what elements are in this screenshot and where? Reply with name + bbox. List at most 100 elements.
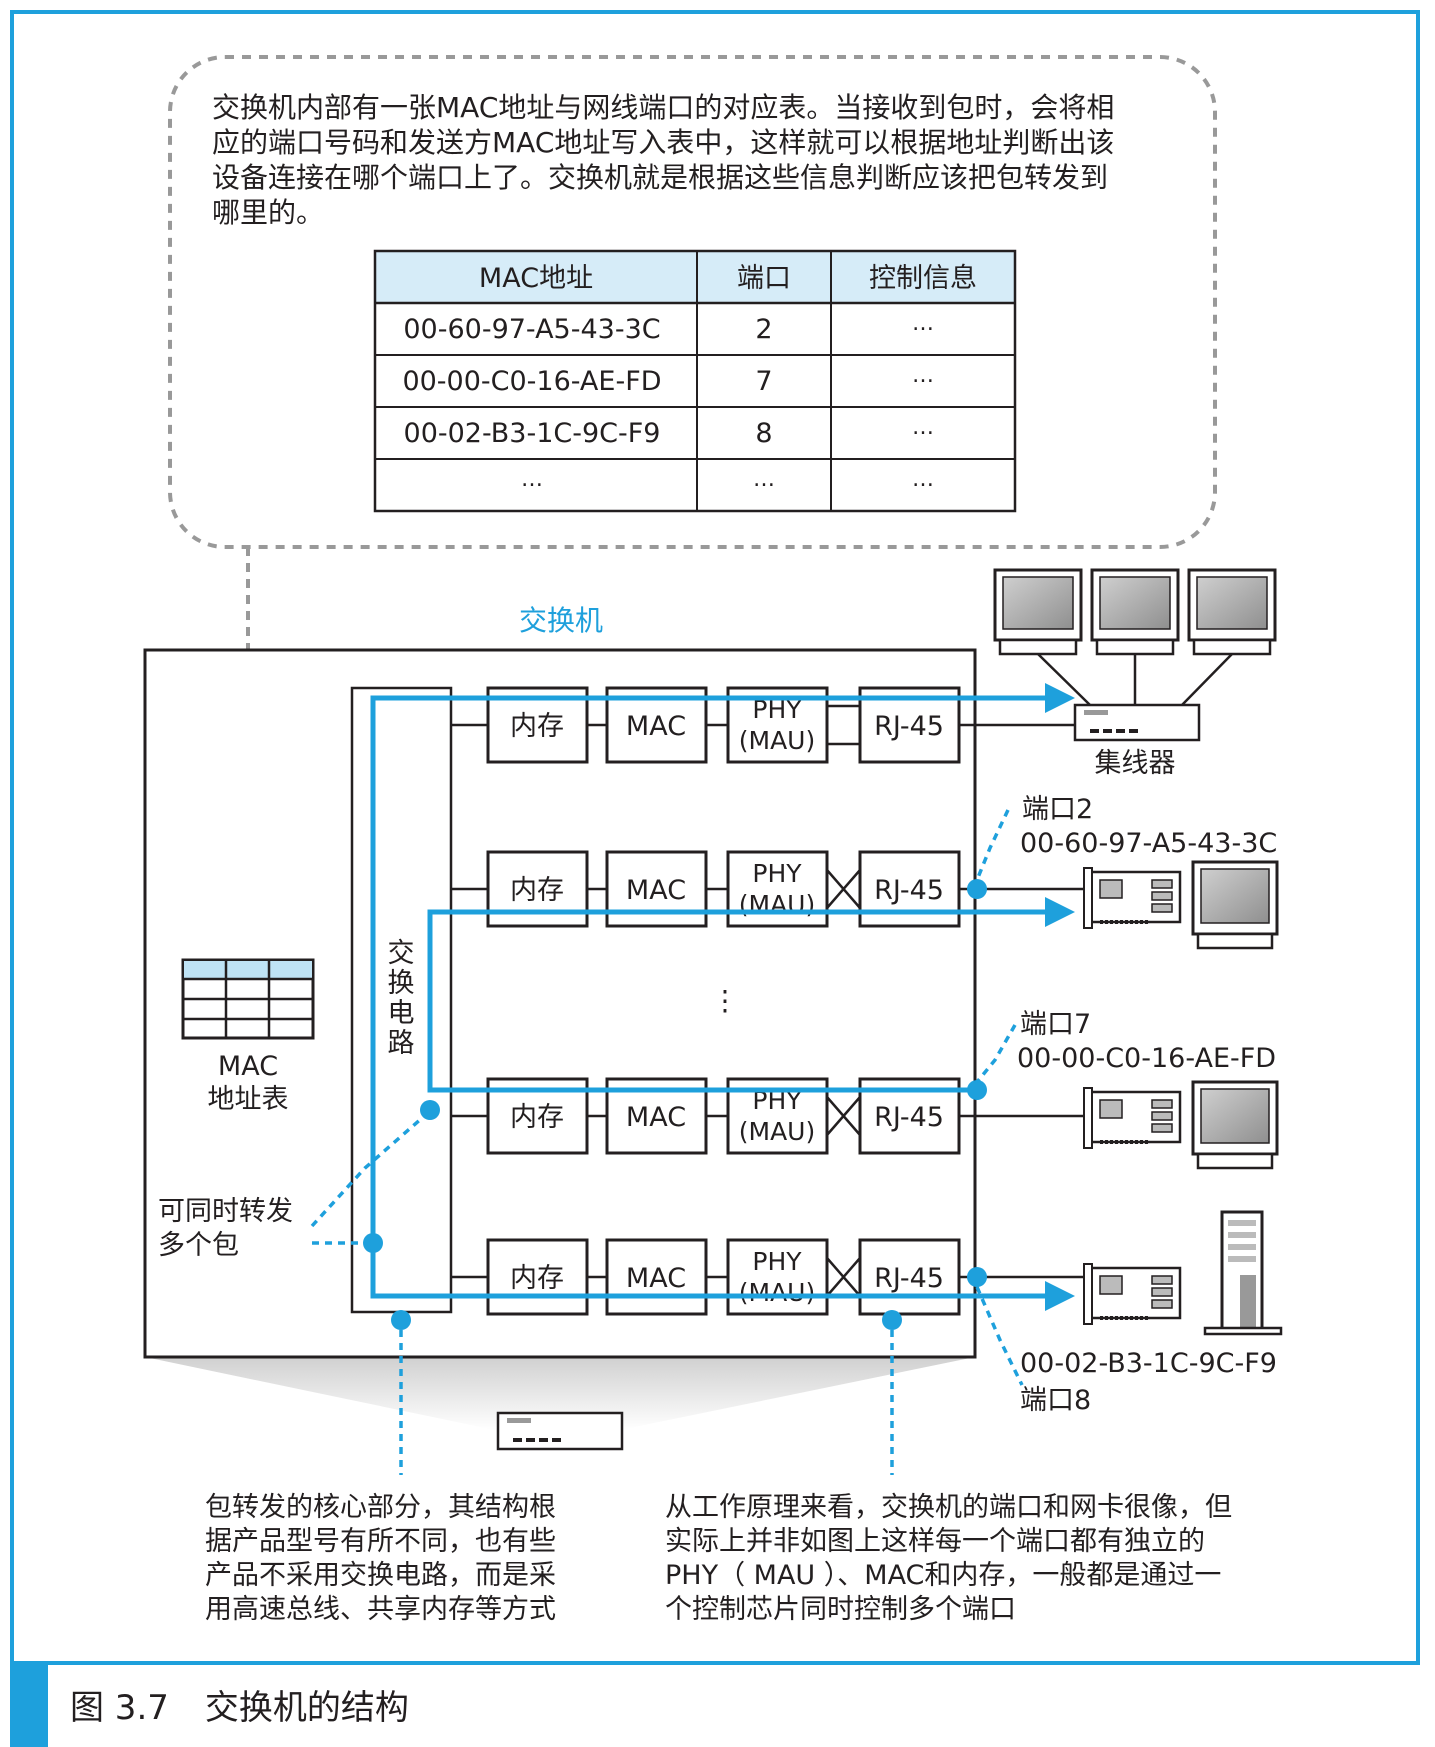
- flow-path-hub: [370, 683, 1075, 1240]
- port8-dot: [967, 1267, 987, 1287]
- hub-label: 集线器: [1095, 748, 1176, 779]
- flow-path-port7-to-port2: [427, 897, 1075, 1093]
- intro-line: 应的端口号码和发送方MAC地址写入表中，这样就可以根据地址判断出该: [212, 126, 1114, 159]
- note-line: 包转发的核心部分，其结构根: [205, 1492, 556, 1523]
- table-cell: …: [912, 311, 934, 336]
- mac-table: MAC地址 端口 控制信息 00-60-97-A5-43-3C 2 … 00-0…: [373, 249, 1017, 513]
- port2-leader: [975, 809, 1010, 881]
- port-number: 端口7: [1020, 1009, 1091, 1040]
- memory-label: 内存: [510, 711, 564, 742]
- nic-card-icon: [1083, 1087, 1182, 1149]
- switch-circuit: [350, 686, 453, 1314]
- multi-forward-label: 多个包: [158, 1230, 239, 1261]
- intro-line: 设备连接在哪个端口上了。交换机就是根据这些信息判断应该把包转发到: [212, 161, 1108, 194]
- rj45-label: RJ-45: [874, 875, 944, 906]
- ellipsis-vertical: ⋮: [711, 984, 739, 1017]
- table-cell: 00-02-B3-1C-9C-F9: [404, 418, 661, 449]
- caption-accent-bar: [10, 1665, 48, 1747]
- switch-label: 交换机: [519, 604, 603, 637]
- hub-computer-icon: [1090, 568, 1180, 656]
- circuit-label-char: 电: [388, 998, 415, 1029]
- note-left: 包转发的核心部分，其结构根 据产品型号有所不同，也有些 产品不采用交换电路，而是…: [205, 1492, 556, 1625]
- memory-label: 内存: [510, 1102, 564, 1133]
- switch-circuit-label: 交 换 电 路: [388, 938, 415, 1059]
- note-line: 从工作原理来看，交换机的端口和网卡很像，但: [665, 1492, 1232, 1523]
- flow-dot: [420, 1100, 440, 1120]
- table-header: 端口: [737, 263, 791, 294]
- note-line: 实际上并非如图上这样每一个端口都有独立的: [665, 1526, 1205, 1557]
- circuit-label-char: 交: [388, 938, 415, 969]
- memory-label: 内存: [510, 875, 564, 906]
- phy-label: (MAU): [739, 1117, 815, 1146]
- nic-card-icon: [1083, 867, 1182, 929]
- mac-table-icon-label: 地址表: [208, 1084, 289, 1115]
- table-cell: 00-00-C0-16-AE-FD: [402, 366, 661, 397]
- phy-label: (MAU): [739, 890, 815, 919]
- table-cell: …: [753, 467, 775, 492]
- note-line: 产品不采用交换电路，而是采: [205, 1560, 556, 1591]
- intro-line: 哪里的。: [212, 196, 324, 229]
- table-header-bg: [375, 251, 1015, 303]
- mac-table-icon-label: MAC: [218, 1051, 278, 1082]
- intro-text: 交换机内部有一张MAC地址与网线端口的对应表。当接收到包时，会将相 应的端口号码…: [212, 91, 1114, 229]
- mac-block: [605, 1238, 708, 1316]
- port2-dot: [967, 879, 987, 899]
- figure-number: 图 3.7: [70, 1688, 169, 1728]
- port-mac: 00-60-97-A5-43-3C: [1020, 828, 1277, 859]
- switch-shadow: [145, 1357, 975, 1430]
- rj45-label: RJ-45: [874, 1102, 944, 1133]
- rj45-label: RJ-45: [874, 711, 944, 742]
- port8-leader: [975, 1286, 1024, 1386]
- circuit-label-char: 换: [388, 968, 415, 999]
- hub-computer-icon: [993, 568, 1083, 656]
- port-number: 端口2: [1022, 794, 1093, 825]
- phy-label: (MAU): [739, 726, 815, 755]
- memory-label: 内存: [510, 1263, 564, 1294]
- figure-title: 交换机的结构: [204, 1688, 409, 1728]
- note-line: PHY（ MAU ）、MAC和内存，一般都是通过一: [665, 1560, 1221, 1591]
- figure-caption: 图 3.7 交换机的结构: [70, 1680, 445, 1729]
- mac-table-icon: [181, 958, 315, 1040]
- hub-computer-icon: [1187, 568, 1277, 656]
- table-cell: …: [912, 363, 934, 388]
- memory-block: [486, 1238, 589, 1316]
- hub-icon: [1073, 703, 1201, 742]
- note-right: 从工作原理来看，交换机的端口和网卡很像，但 实际上并非如图上这样每一个端口都有独…: [665, 1492, 1232, 1625]
- phy-block: [726, 1238, 829, 1316]
- table-cell: …: [912, 467, 934, 492]
- switch-device-icon: [496, 1411, 624, 1451]
- table-cell: …: [912, 415, 934, 440]
- flow-dot: [363, 1233, 383, 1253]
- pc-icon: [1191, 1080, 1279, 1170]
- table-header: 控制信息: [869, 263, 977, 294]
- table-header: MAC地址: [479, 263, 593, 294]
- note-line: 个控制芯片同时控制多个端口: [665, 1594, 1016, 1625]
- port-callout-dot: [882, 1310, 902, 1330]
- intro-line: 交换机内部有一张MAC地址与网线端口的对应表。当接收到包时，会将相: [212, 91, 1114, 124]
- note-line: 据产品型号有所不同，也有些: [205, 1526, 556, 1557]
- mac-label: MAC: [626, 711, 686, 742]
- table-cell: 2: [755, 314, 772, 345]
- mac-label: MAC: [626, 875, 686, 906]
- table-cell: 7: [755, 366, 772, 397]
- port-mac: 00-00-C0-16-AE-FD: [1017, 1043, 1276, 1074]
- circuit-callout-dot: [391, 1310, 411, 1330]
- table-cell: 8: [755, 418, 772, 449]
- port-mac: 00-02-B3-1C-9C-F9: [1020, 1348, 1277, 1379]
- nic-card-icon: [1083, 1263, 1182, 1325]
- note-line: 用高速总线、共享内存等方式: [205, 1594, 556, 1625]
- rj45-label: RJ-45: [874, 1263, 944, 1294]
- port7-leader: [975, 1024, 1017, 1084]
- mac-label: MAC: [626, 1102, 686, 1133]
- port-row-2: 内存 MAC PHY (MAU) RJ-45: [451, 850, 1090, 928]
- multi-forward-label: 可同时转发: [158, 1196, 293, 1227]
- port-row-4: 内存 MAC PHY (MAU) RJ-45: [451, 1238, 1090, 1316]
- callout-box: [168, 55, 1217, 549]
- table-cell: …: [521, 467, 543, 492]
- phy-label: PHY: [752, 1247, 802, 1276]
- multi-forward-leader: [310, 1116, 424, 1228]
- pc-icon: [1191, 860, 1279, 950]
- port-number: 端口8: [1020, 1385, 1091, 1416]
- flow-path-port8: [370, 1240, 1075, 1311]
